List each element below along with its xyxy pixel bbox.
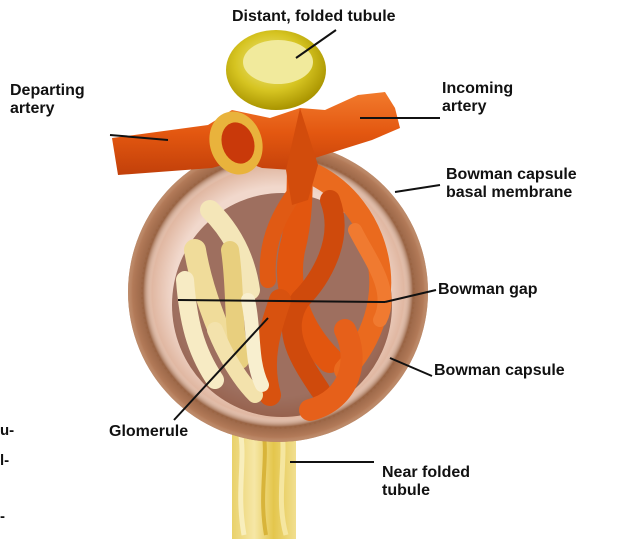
edge-fragment-1: u- [0, 422, 14, 440]
label-bowman-capsule: Bowman capsule [434, 362, 565, 380]
label-departing-artery-line1: Departing [10, 82, 85, 100]
label-glomerule: Glomerule [109, 423, 188, 441]
leader-basal-membrane [395, 185, 440, 192]
label-bowman-capsule-text: Bowman capsule [434, 362, 565, 379]
label-departing-artery: Departing artery [10, 82, 85, 118]
label-bowman-gap-text: Bowman gap [438, 281, 538, 298]
label-basal-membrane-line1: Bowman capsule [446, 166, 577, 184]
label-incoming-artery: Incoming artery [442, 80, 513, 116]
label-distant-tubule-text: Distant, folded tubule [232, 8, 396, 25]
label-basal-membrane-line2: basal membrane [446, 184, 577, 202]
label-near-tubule-line1: Near folded [382, 464, 470, 482]
label-distant-tubule: Distant, folded tubule [232, 8, 396, 26]
label-bowman-gap: Bowman gap [438, 281, 538, 299]
label-basal-membrane: Bowman capsule basal membrane [446, 166, 577, 202]
label-glomerule-text: Glomerule [109, 423, 188, 440]
edge-fragment-3: - [0, 508, 5, 526]
label-near-tubule: Near folded tubule [382, 464, 470, 500]
edge-fragment-2: l- [0, 452, 9, 470]
label-departing-artery-line2: artery [10, 100, 85, 118]
label-incoming-artery-line2: artery [442, 98, 513, 116]
distant-folded-tubule-shape [226, 30, 326, 110]
label-near-tubule-line2: tubule [382, 482, 470, 500]
label-incoming-artery-line1: Incoming [442, 80, 513, 98]
